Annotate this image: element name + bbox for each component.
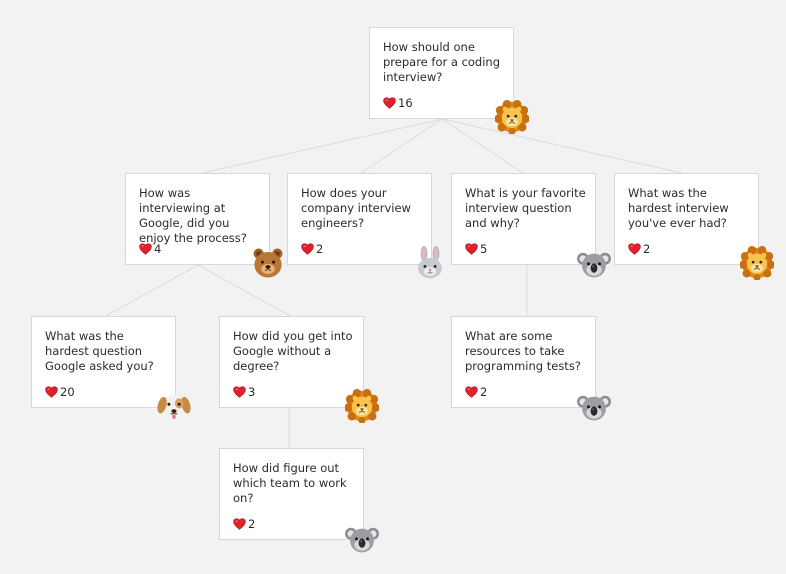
heart-icon xyxy=(628,243,641,255)
like-count[interactable]: 5 xyxy=(465,242,487,256)
question-card-team[interactable]: How did figure out which team to work on… xyxy=(219,448,364,540)
like-count[interactable]: 2 xyxy=(628,242,650,256)
question-card-favorite[interactable]: What is your favorite interview question… xyxy=(451,173,596,265)
like-count-value: 2 xyxy=(480,385,488,399)
lion-icon xyxy=(495,100,529,134)
question-card-company[interactable]: How does your company interview engineer… xyxy=(287,173,432,265)
question-text: How did figure out which team to work on… xyxy=(233,461,347,505)
like-count-value: 20 xyxy=(60,385,75,399)
dog-icon xyxy=(157,389,191,423)
heart-icon xyxy=(301,243,314,255)
koala-icon xyxy=(577,389,611,423)
like-count[interactable]: 2 xyxy=(301,242,323,256)
lion-icon xyxy=(345,389,379,423)
heart-icon xyxy=(233,518,246,530)
question-text: How does your company interview engineer… xyxy=(301,186,411,230)
connector-line xyxy=(197,118,443,175)
heart-icon xyxy=(233,386,246,398)
question-text: How was interviewing at Google, did you … xyxy=(139,186,247,245)
question-card-google[interactable]: How was interviewing at Google, did you … xyxy=(125,173,270,265)
like-count-value: 2 xyxy=(643,242,651,256)
like-count-value: 2 xyxy=(316,242,324,256)
heart-icon xyxy=(465,243,478,255)
like-count[interactable]: 3 xyxy=(233,385,255,399)
like-count[interactable]: 16 xyxy=(383,96,413,110)
question-card-resources[interactable]: What are some resources to take programm… xyxy=(451,316,596,408)
connector-line xyxy=(359,118,443,175)
question-card-hardest[interactable]: What was the hardest interview you've ev… xyxy=(614,173,759,265)
question-text: What was the hardest interview you've ev… xyxy=(628,186,729,230)
connector-line xyxy=(441,118,525,175)
rabbit-icon xyxy=(413,246,447,280)
question-text: How should one prepare for a coding inte… xyxy=(383,40,501,84)
question-text: What are some resources to take programm… xyxy=(465,329,581,373)
bear-icon xyxy=(251,246,285,280)
connector-line xyxy=(197,264,293,318)
question-card-hardest-google[interactable]: What was the hardest question Google ask… xyxy=(31,316,176,408)
question-text: How did you get into Google without a de… xyxy=(233,329,353,373)
connector-line xyxy=(441,118,687,175)
like-count[interactable]: 2 xyxy=(233,517,255,531)
lion-icon xyxy=(740,246,774,280)
koala-icon xyxy=(345,521,379,555)
heart-icon xyxy=(45,386,58,398)
question-text: What was the hardest question Google ask… xyxy=(45,329,154,373)
like-count[interactable]: 20 xyxy=(45,385,75,399)
question-text: What is your favorite interview question… xyxy=(465,186,586,230)
like-count[interactable]: 2 xyxy=(465,385,487,399)
like-count-value: 5 xyxy=(480,242,488,256)
like-count-value: 4 xyxy=(154,242,162,256)
koala-icon xyxy=(577,246,611,280)
question-card-no-degree[interactable]: How did you get into Google without a de… xyxy=(219,316,364,408)
connector-line xyxy=(103,264,199,318)
like-count-value: 16 xyxy=(398,96,413,110)
question-card-root[interactable]: How should one prepare for a coding inte… xyxy=(369,27,514,119)
heart-icon xyxy=(465,386,478,398)
like-count-value: 3 xyxy=(248,385,256,399)
heart-icon xyxy=(139,243,152,255)
like-count[interactable]: 4 xyxy=(139,242,161,256)
heart-icon xyxy=(383,97,396,109)
like-count-value: 2 xyxy=(248,517,256,531)
